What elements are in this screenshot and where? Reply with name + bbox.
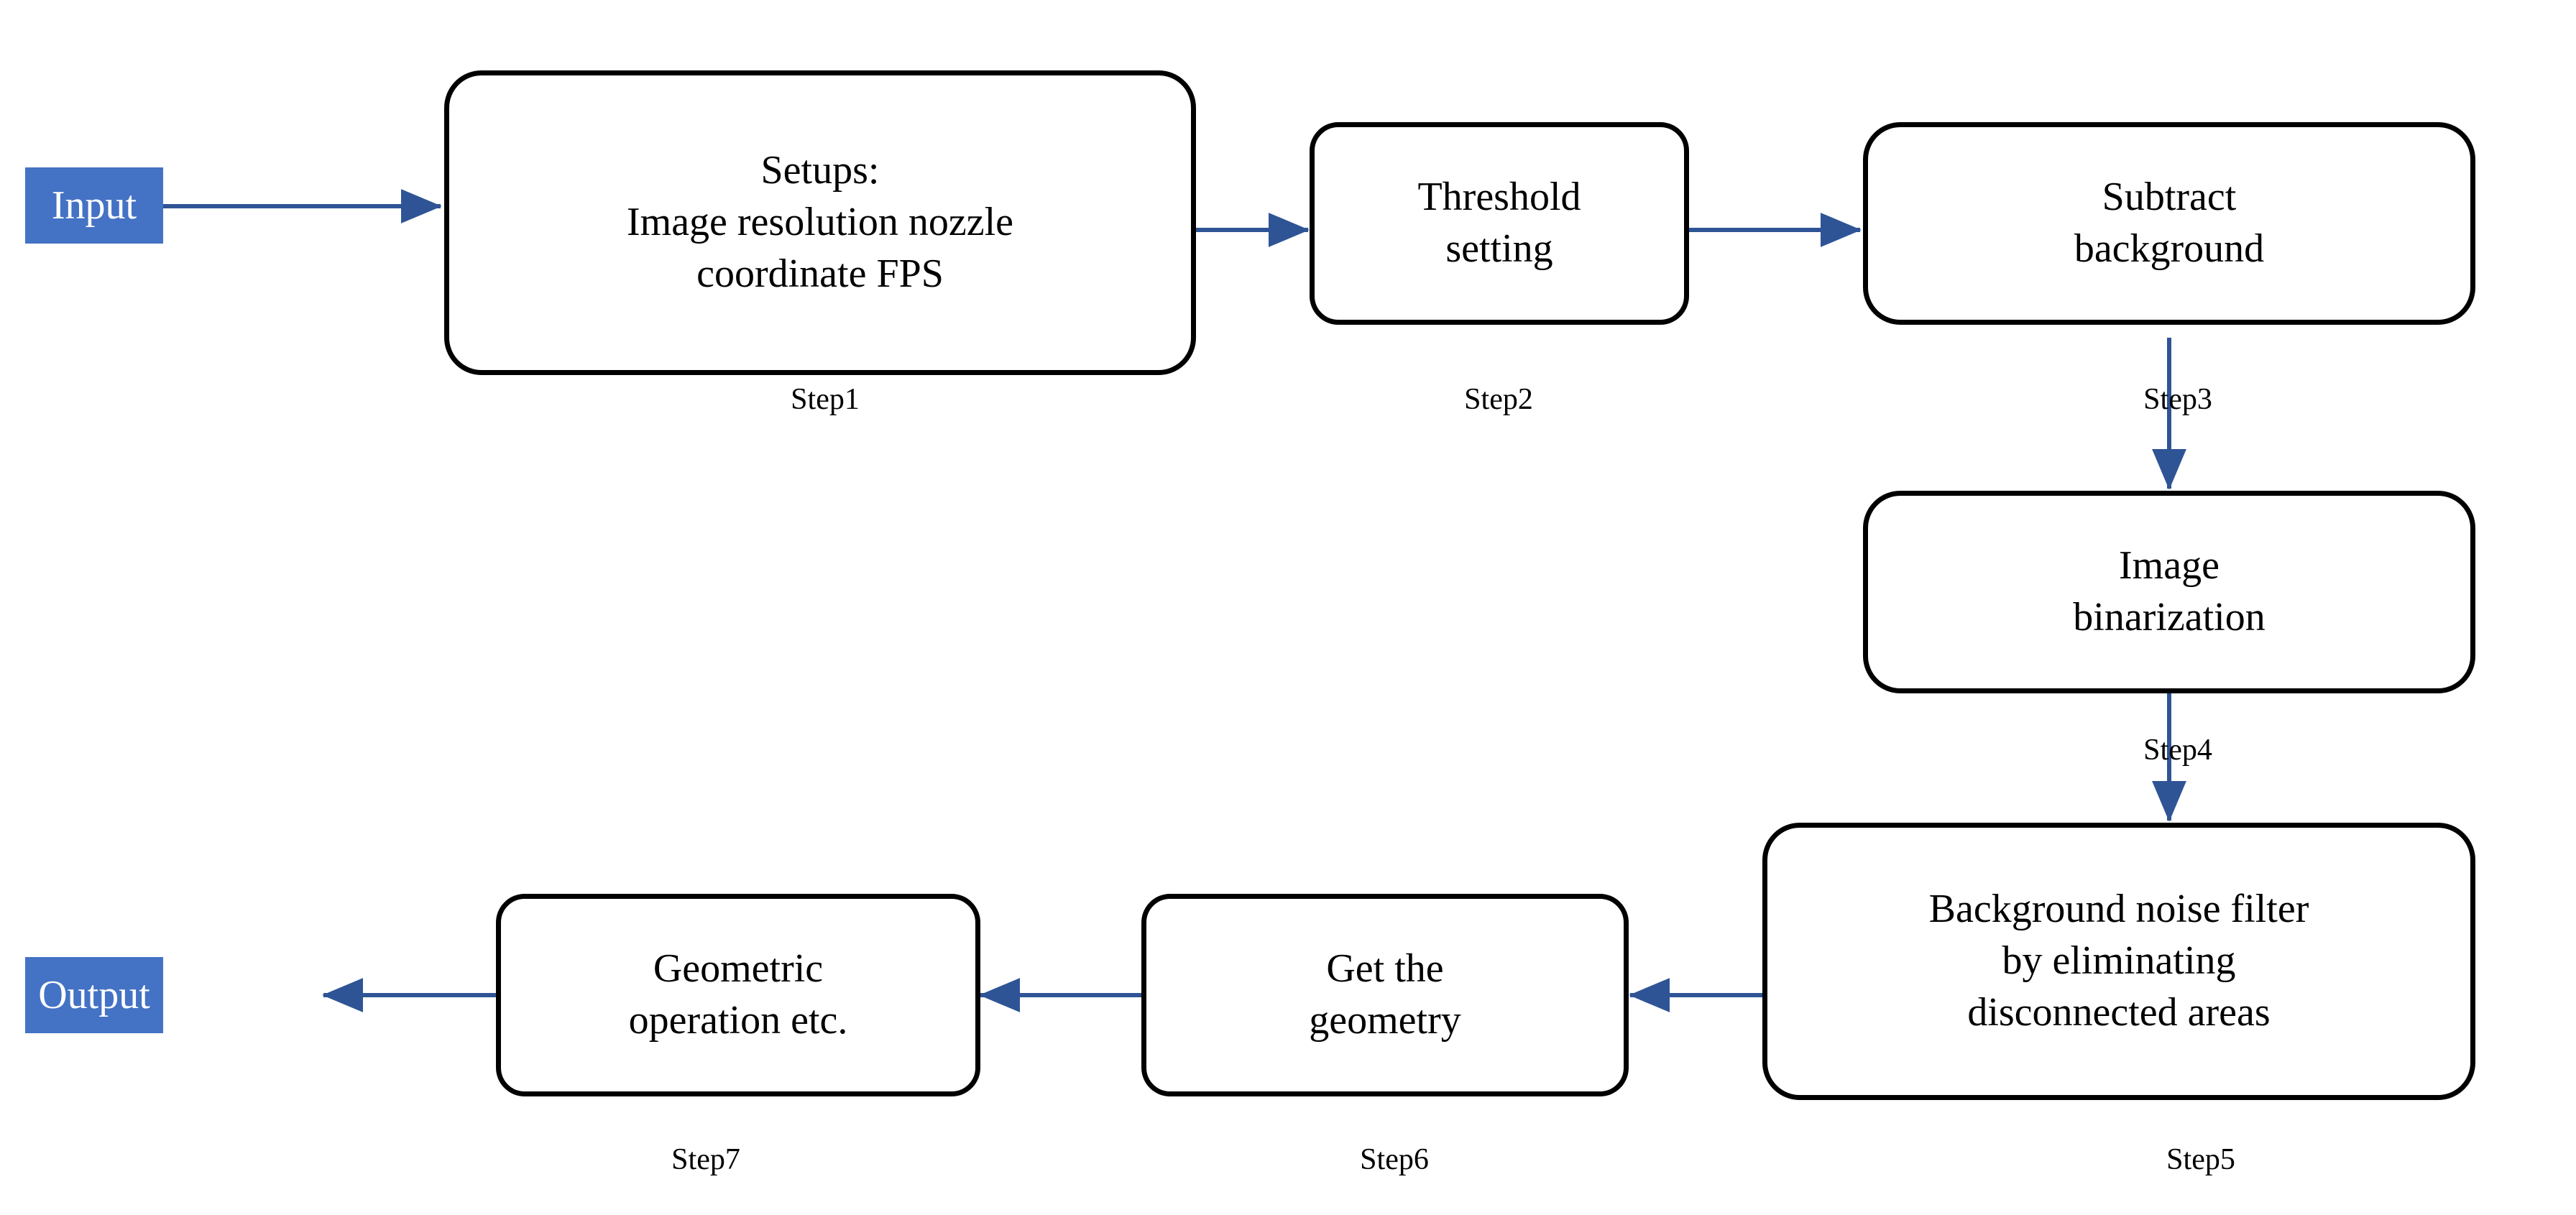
process-box-step7-text: Geometric operation etc. bbox=[628, 946, 848, 1043]
step-caption-step2-text: Step2 bbox=[1464, 383, 1533, 416]
step-caption-step2: Step2 bbox=[1464, 384, 1533, 415]
process-box-step3-text: Subtract background bbox=[2074, 175, 2265, 271]
process-box-step3[interactable]: Subtract background bbox=[1863, 122, 2475, 325]
process-box-step1[interactable]: Setups: Image resolution nozzle coordina… bbox=[444, 70, 1196, 375]
step-caption-step6-text: Step6 bbox=[1360, 1143, 1429, 1176]
process-box-step6-text: Get the geometry bbox=[1309, 946, 1461, 1043]
step-caption-step4: Step4 bbox=[2143, 735, 2212, 765]
step-caption-step4-text: Step4 bbox=[2143, 734, 2212, 767]
step-caption-step7-text: Step7 bbox=[671, 1143, 740, 1176]
step-caption-step1-text: Step1 bbox=[791, 383, 860, 416]
step-caption-step1: Step1 bbox=[791, 384, 860, 415]
step-caption-step5-text: Step5 bbox=[2166, 1143, 2235, 1176]
process-box-step2-text: Threshold setting bbox=[1417, 175, 1581, 271]
process-box-step7[interactable]: Geometric operation etc. bbox=[496, 894, 980, 1096]
step-caption-step7: Step7 bbox=[671, 1145, 740, 1175]
terminal-output-label: Output bbox=[38, 972, 150, 1017]
terminal-input-label: Input bbox=[51, 183, 137, 228]
process-box-step5-text: Background noise filter by eliminating d… bbox=[1928, 887, 2309, 1035]
step-caption-step3-text: Step3 bbox=[2143, 383, 2212, 416]
process-box-step4[interactable]: Image binarization bbox=[1863, 491, 2475, 693]
process-box-step6[interactable]: Get the geometry bbox=[1141, 894, 1629, 1096]
terminal-input[interactable]: Input bbox=[25, 167, 163, 244]
terminal-output[interactable]: Output bbox=[25, 957, 163, 1033]
process-box-step2[interactable]: Threshold setting bbox=[1310, 122, 1689, 325]
step-caption-step5: Step5 bbox=[2166, 1145, 2235, 1175]
process-box-step1-text: Setups: Image resolution nozzle coordina… bbox=[626, 148, 1013, 296]
step-caption-step6: Step6 bbox=[1360, 1145, 1429, 1175]
step-caption-step3: Step3 bbox=[2143, 384, 2212, 415]
process-box-step5[interactable]: Background noise filter by eliminating d… bbox=[1762, 823, 2475, 1100]
process-box-step4-text: Image binarization bbox=[2073, 543, 2266, 639]
